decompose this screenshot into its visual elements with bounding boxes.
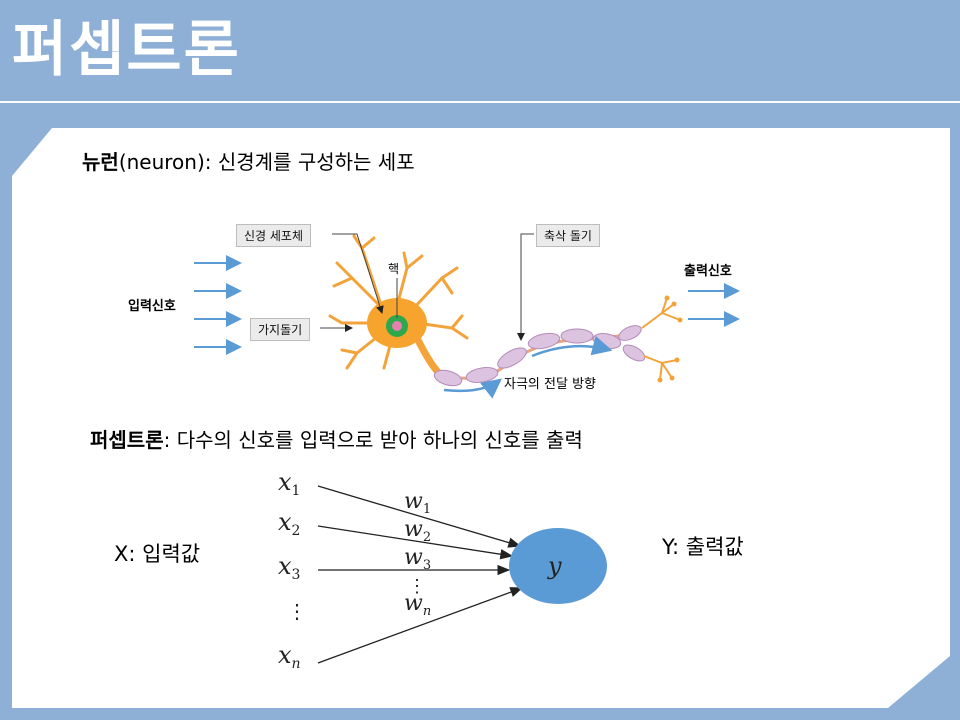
perceptron-term: 퍼셉트론 bbox=[90, 428, 164, 452]
weighted-connections bbox=[317, 485, 524, 664]
direction-label: 자극의 전달 방향 bbox=[504, 377, 596, 392]
conduction-arrow-1 bbox=[443, 378, 502, 399]
neuron-term: 뉴런 bbox=[82, 150, 119, 174]
axon-tag: 축삭 돌기 bbox=[536, 224, 600, 247]
input-x2: x2 bbox=[278, 508, 300, 539]
output-value-label: Y: 출력값 bbox=[662, 535, 744, 559]
weight-w3: w3 bbox=[404, 545, 431, 573]
title-bar: 퍼셉트론 bbox=[0, 0, 960, 103]
input-signal-label: 입력신호 bbox=[128, 299, 176, 314]
input-xn: xn bbox=[278, 641, 301, 672]
output-signal-label: 출력신호 bbox=[684, 264, 732, 279]
x1-sub: 1 bbox=[292, 483, 301, 499]
content-panel: 뉴런(neuron): 신경계를 구성하는 세포 bbox=[12, 128, 950, 708]
weight-w2: w2 bbox=[404, 517, 431, 545]
perceptron-diagram: x1 x2 x3 ⋮ xn w1 w2 w3 ⋮ wn y bbox=[278, 468, 607, 672]
axon-pointer bbox=[517, 233, 534, 341]
weight-w1: w1 bbox=[404, 489, 431, 517]
input-value-label: X: 입력값 bbox=[114, 542, 201, 566]
xn-sub: n bbox=[292, 656, 301, 672]
neuron-term-en: (neuron) bbox=[118, 150, 205, 174]
slide-title: 퍼셉트론 bbox=[12, 15, 241, 85]
input-ellipsis: ⋮ bbox=[287, 599, 307, 623]
title-divider bbox=[0, 101, 960, 103]
perceptron-definition: : 다수의 신호를 입력으로 받아 하나의 신호를 출력 bbox=[163, 428, 583, 452]
nucleus-label: 핵 bbox=[388, 262, 400, 276]
myelin-sheath bbox=[433, 325, 646, 387]
cell-body-tag: 신경 세포체 bbox=[236, 224, 312, 247]
weight-wn: wn bbox=[404, 591, 431, 619]
perceptron-heading: 퍼셉트론: 다수의 신호를 입력으로 받아 하나의 신호를 출력 bbox=[90, 424, 583, 453]
input-signal-arrows bbox=[194, 255, 242, 355]
neuron-heading: 뉴런(neuron): 신경계를 구성하는 세포 bbox=[82, 146, 415, 175]
conduction-arrow-2 bbox=[531, 335, 613, 358]
panel-shape bbox=[12, 128, 950, 708]
connection-2 bbox=[317, 525, 514, 560]
dendrite-tag: 가지돌기 bbox=[250, 318, 311, 341]
connection-n bbox=[317, 587, 524, 664]
neuron-definition: : 신경계를 구성하는 세포 bbox=[204, 150, 415, 174]
weight-ellipsis: ⋮ bbox=[408, 576, 426, 597]
neuron-illustration bbox=[194, 233, 740, 399]
axon-terminals bbox=[641, 297, 681, 381]
output-node bbox=[509, 528, 607, 604]
input-x3: x3 bbox=[278, 552, 300, 583]
input-x1: x1 bbox=[278, 468, 300, 499]
output-y: y bbox=[547, 552, 562, 580]
terminal-buttons bbox=[657, 295, 683, 383]
cell-body-pointer bbox=[332, 233, 384, 314]
output-signal-arrows bbox=[688, 283, 740, 327]
x1-base: x bbox=[278, 468, 292, 496]
connection-1 bbox=[317, 485, 522, 548]
